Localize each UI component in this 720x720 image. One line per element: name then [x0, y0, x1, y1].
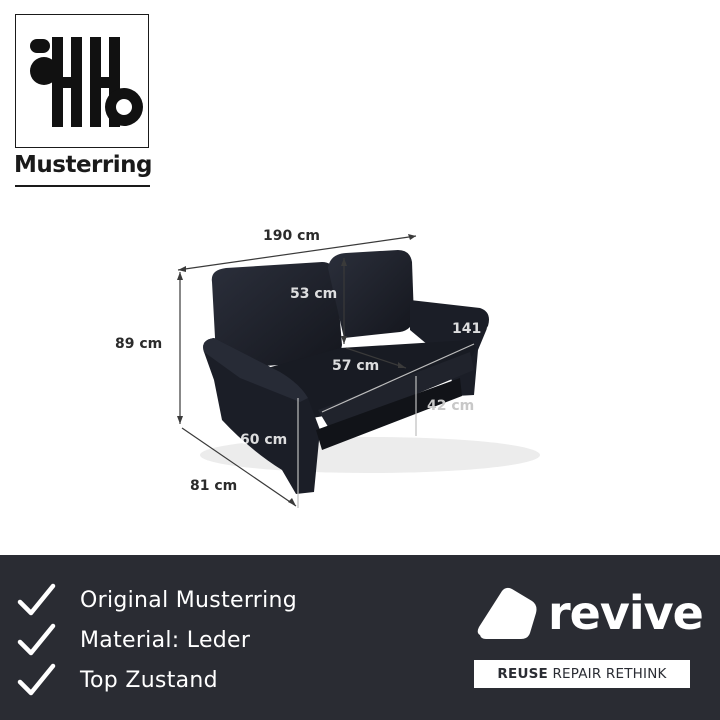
sofa-illustration: [177, 234, 540, 508]
dim-depth: 81 cm: [190, 478, 238, 494]
brand-underline: [15, 185, 150, 187]
musterring-logo-icon: [30, 37, 143, 127]
footer-banner: [0, 555, 720, 720]
revive-wordmark: revive: [548, 586, 704, 640]
dimension-lines: [177, 235, 417, 507]
dimension-lines-light: [297, 343, 475, 508]
dim-width: 190 cm: [263, 228, 320, 244]
feature-label: Original Musterring: [80, 587, 298, 613]
dim-backrest-height: 53 cm: [290, 286, 338, 302]
musterring-logo: [15, 14, 149, 148]
feature-item: Top Zustand: [16, 660, 218, 700]
revive-tagline: REUSE REPAIR RETHINK: [474, 660, 690, 688]
dim-seat-width: 141 cm: [452, 321, 509, 337]
feature-item: Original Musterring: [16, 580, 297, 620]
check-icon: [17, 623, 56, 656]
dim-seat-depth: 57 cm: [332, 358, 380, 374]
feature-item: Material: Leder: [16, 620, 250, 660]
revive-logo-icon: [477, 587, 537, 639]
dim-height: 89 cm: [115, 336, 163, 352]
feature-label: Top Zustand: [80, 667, 218, 693]
dim-armrest-height: 60 cm: [240, 432, 288, 448]
tagline-reuse: REUSE: [497, 666, 548, 682]
check-icon: [17, 583, 56, 616]
check-icon: [17, 663, 56, 696]
tagline-rest: REPAIR RETHINK: [552, 666, 667, 682]
brand-name: Musterring: [14, 152, 152, 178]
dim-seat-height: 42 cm: [427, 398, 475, 414]
sofa-shape: [200, 250, 540, 494]
feature-label: Material: Leder: [80, 627, 251, 653]
